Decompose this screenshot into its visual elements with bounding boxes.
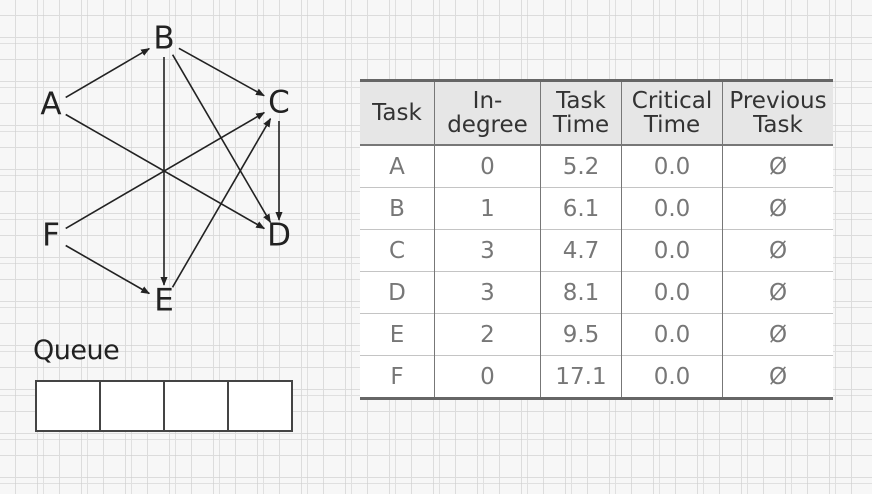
graph-edge-a-d xyxy=(65,113,266,230)
graph-node-c: C xyxy=(268,85,290,121)
header-indegree: In-degree xyxy=(434,80,541,145)
cell-indegree: 1 xyxy=(434,187,541,230)
graph-edge-f-e xyxy=(65,244,151,295)
cell-task-time: 17.1 xyxy=(540,355,622,400)
graph-edge-e-c xyxy=(171,117,272,288)
cell-critical-time: 0.0 xyxy=(621,271,723,314)
graph-node-f: F xyxy=(42,218,60,254)
cell-indegree: 3 xyxy=(434,271,541,314)
cell-indegree: 0 xyxy=(434,144,541,188)
cell-previous-task: Ø xyxy=(722,144,833,188)
cell-indegree: 2 xyxy=(434,313,541,356)
cell-indegree: 3 xyxy=(434,229,541,272)
table-row: B 1 6.1 0.0 Ø xyxy=(360,187,833,230)
graph-edge-b-d xyxy=(171,54,272,224)
cell-task: A xyxy=(360,144,435,188)
cell-critical-time: 0.0 xyxy=(621,355,723,400)
queue-box xyxy=(35,380,293,432)
cell-task: F xyxy=(360,355,435,400)
graph-node-d: D xyxy=(267,218,291,254)
graph-edge-f-c xyxy=(65,111,266,230)
table-row: C 3 4.7 0.0 Ø xyxy=(360,229,833,272)
cell-task-time: 9.5 xyxy=(540,313,622,356)
table-row: F 0 17.1 0.0 Ø xyxy=(360,355,833,400)
cell-task-time: 6.1 xyxy=(540,187,622,230)
header-task: Task xyxy=(360,80,435,145)
graph-node-e: E xyxy=(154,283,174,319)
cell-critical-time: 0.0 xyxy=(621,229,723,272)
queue-slot xyxy=(37,382,101,430)
cell-previous-task: Ø xyxy=(722,355,833,400)
cell-task: D xyxy=(360,271,435,314)
graph-node-a: A xyxy=(40,87,61,123)
cell-previous-task: Ø xyxy=(722,271,833,314)
cell-task-time: 4.7 xyxy=(540,229,622,272)
cell-previous-task: Ø xyxy=(722,229,833,272)
graph-node-b: B xyxy=(153,21,174,57)
cell-critical-time: 0.0 xyxy=(621,313,723,356)
queue-title: Queue xyxy=(33,335,120,366)
table-row: D 3 8.1 0.0 Ø xyxy=(360,271,833,314)
table-row: E 2 9.5 0.0 Ø xyxy=(360,313,833,356)
cell-critical-time: 0.0 xyxy=(621,187,723,230)
table-row: A 0 5.2 0.0 Ø xyxy=(360,144,833,188)
cell-critical-time: 0.0 xyxy=(621,144,723,188)
queue-slot xyxy=(229,382,291,430)
cell-task: C xyxy=(360,229,435,272)
cell-indegree: 0 xyxy=(434,355,541,400)
cell-task: B xyxy=(360,187,435,230)
cell-previous-task: Ø xyxy=(722,313,833,356)
graph-edge-a-b xyxy=(65,47,151,99)
cell-task-time: 5.2 xyxy=(540,144,622,188)
cell-task-time: 8.1 xyxy=(540,271,622,314)
task-graph: A B C D E F xyxy=(40,21,291,319)
cell-task: E xyxy=(360,313,435,356)
queue-slot xyxy=(165,382,229,430)
queue-slot xyxy=(101,382,165,430)
graph-edge-b-c xyxy=(178,47,265,97)
cell-previous-task: Ø xyxy=(722,187,833,230)
